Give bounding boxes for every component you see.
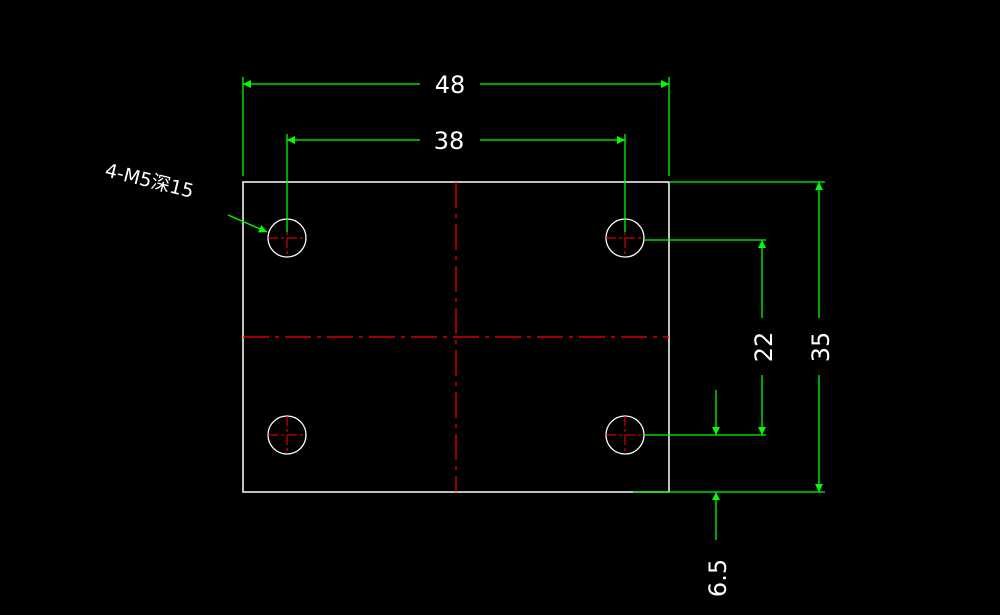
dimension-text-overall-height: 35 [807, 332, 835, 363]
hole-spec-callout: 4-M5深15 [103, 160, 196, 203]
dimension-hole-spacing-y [644, 239, 766, 436]
dimension-text-hole-spacing-y: 22 [750, 332, 778, 363]
hole-bottom-right [605, 415, 645, 455]
callout-leader-line [227, 214, 268, 233]
hole-bottom-left [267, 415, 307, 455]
dimension-overall-height [633, 181, 825, 493]
centerlines [243, 182, 669, 492]
dimension-hole-spacing-x [286, 134, 626, 232]
dimension-overall-width [242, 77, 670, 176]
dimension-text-overall-width: 48 [435, 71, 466, 99]
dimension-text-hole-spacing-x: 38 [434, 127, 465, 155]
dimension-text-hole-offset: 6.5 [704, 559, 732, 597]
